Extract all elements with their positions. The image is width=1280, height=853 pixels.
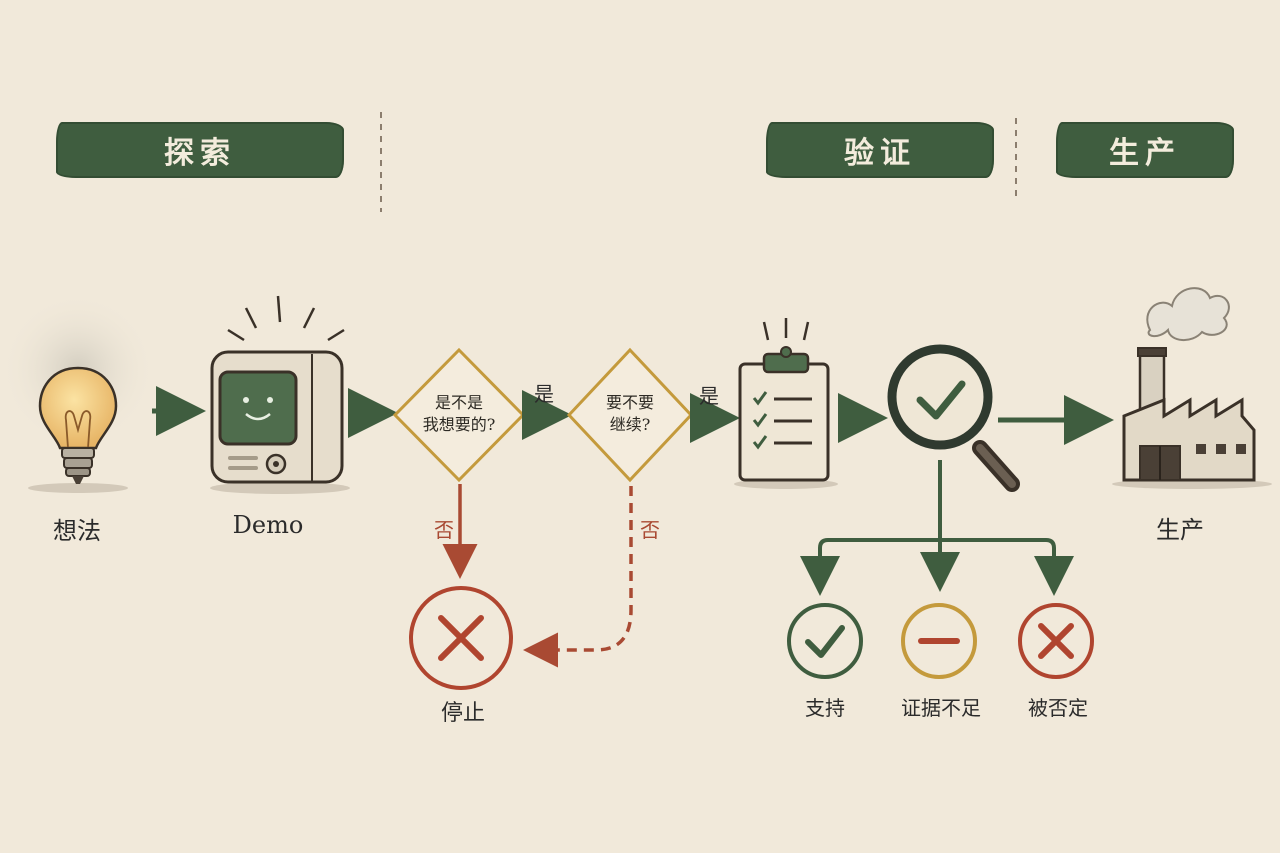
- decision-2-text: 要不要 继续?: [605, 393, 655, 434]
- production-label: 生产: [1156, 516, 1204, 544]
- demo-label: Demo: [232, 511, 304, 539]
- edge-label-no-1: 否: [434, 518, 454, 542]
- decision-1-text: 是不是 我想要的?: [422, 393, 496, 434]
- edge-label-yes-1: 是: [534, 382, 554, 406]
- factory-icon: [1112, 287, 1272, 489]
- arrow-no-2: [523, 486, 633, 668]
- stop-icon: [409, 586, 513, 690]
- stage-label-explore: 探索: [56, 122, 344, 178]
- lightbulb-icon: [0, 292, 156, 493]
- outcome-branches: [800, 460, 1074, 596]
- support-icon: [787, 603, 863, 679]
- outcome-label-rejected: 被否定: [1028, 696, 1088, 720]
- magnifier-check-icon: [887, 344, 1020, 492]
- idea-label: 想法: [53, 517, 101, 545]
- edge-label-no-2: 否: [640, 518, 660, 542]
- stage-label-verify: 验证: [766, 122, 994, 178]
- demo-device-icon: [210, 295, 350, 494]
- stage-label-production: 生产: [1056, 122, 1234, 178]
- edge-label-yes-2: 是: [699, 384, 719, 408]
- clipboard-checklist-icon: [734, 318, 838, 489]
- decision-diamond-2: [566, 347, 694, 483]
- outcome-label-support: 支持: [805, 696, 845, 720]
- rejected-icon: [1018, 603, 1094, 679]
- decision-diamond-1: [392, 347, 526, 483]
- insufficient-evidence-icon: [901, 603, 977, 679]
- stop-label: 停止: [440, 701, 486, 726]
- outcome-label-insufficient: 证据不足: [901, 696, 981, 720]
